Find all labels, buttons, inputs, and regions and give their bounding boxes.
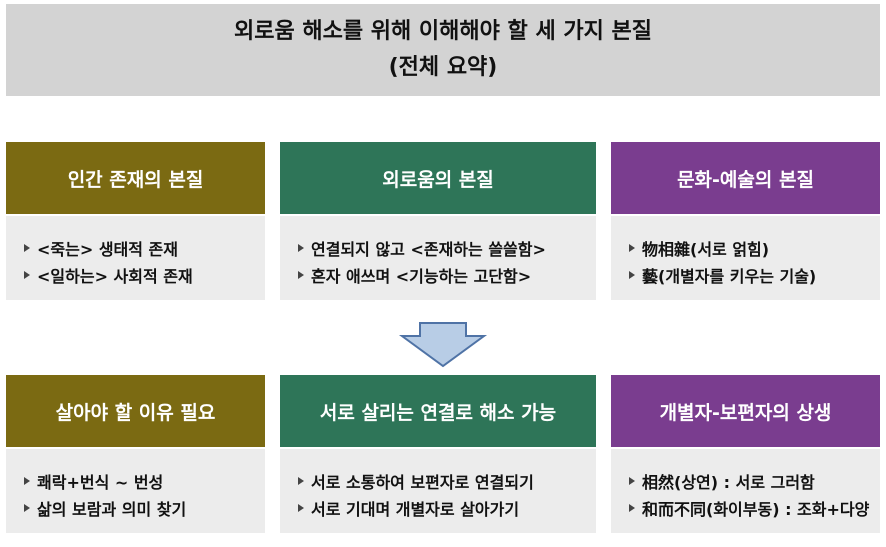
bullet-triangle-icon (629, 243, 635, 252)
list-item: 相然(상연) : 서로 그러함 (629, 467, 880, 494)
bullet-triangle-icon (298, 270, 304, 279)
body-coexistence: 相然(상연) : 서로 그러함 和而不同(화이부동) : 조화+다양 (611, 449, 880, 533)
bullet-triangle-icon (629, 503, 635, 512)
body-connection-resolution: 서로 소통하여 보편자로 연결되기 서로 기대며 개별자로 살아가기 (280, 449, 596, 533)
bullet-triangle-icon (24, 503, 30, 512)
header-human-existence: 인간 존재의 본질 (6, 142, 265, 214)
header-coexistence: 개별자-보편자의 상생 (611, 375, 880, 447)
bullet-triangle-icon (24, 476, 30, 485)
header-connection-resolution: 서로 살리는 연결로 해소 가능 (280, 375, 596, 447)
list-item: 서로 기대며 개별자로 살아가기 (298, 494, 596, 521)
header-loneliness: 외로움의 본질 (280, 142, 596, 214)
body-culture-art: 物相雜(서로 얽힘) 藝(개별자를 키우는 기술) (611, 216, 880, 300)
title-line2: (전체 요약) (388, 55, 498, 80)
list-item: <일하는> 사회적 존재 (24, 261, 265, 288)
bullet-triangle-icon (24, 270, 30, 279)
list-item: 쾌락+번식 ~ 번성 (24, 467, 265, 494)
list-item: 藝(개별자를 키우는 기술) (629, 261, 880, 288)
bullet-triangle-icon (298, 243, 304, 252)
list-item: 서로 소통하여 보편자로 연결되기 (298, 467, 596, 494)
list-item: 삶의 보람과 의미 찾기 (24, 494, 265, 521)
list-item: 연결되지 않고 <존재하는 쓸쓸함> (298, 234, 596, 261)
list-item: 和而不同(화이부동) : 조화+다양 (629, 494, 880, 521)
bullet-triangle-icon (629, 270, 635, 279)
body-human-existence: <죽는> 생태적 존재 <일하는> 사회적 존재 (6, 216, 265, 300)
header-reason-to-live: 살아야 할 이유 필요 (6, 375, 265, 447)
body-loneliness: 연결되지 않고 <존재하는 쓸쓸함> 혼자 애쓰며 <기능하는 고단함> (280, 216, 596, 300)
bullet-triangle-icon (298, 503, 304, 512)
body-reason-to-live: 쾌락+번식 ~ 번성 삶의 보람과 의미 찾기 (6, 449, 265, 533)
down-arrow-icon (398, 322, 488, 368)
title-line1: 외로움 해소를 위해 이해해야 할 세 가지 본질 (234, 19, 652, 44)
list-item: 혼자 애쓰며 <기능하는 고단함> (298, 261, 596, 288)
list-item: <죽는> 생태적 존재 (24, 234, 265, 261)
title-banner: 외로움 해소를 위해 이해해야 할 세 가지 본질 (전체 요약) (6, 4, 880, 96)
bullet-triangle-icon (24, 243, 30, 252)
bullet-triangle-icon (298, 476, 304, 485)
bullet-triangle-icon (629, 476, 635, 485)
list-item: 物相雜(서로 얽힘) (629, 234, 880, 261)
header-culture-art: 문화-예술의 본질 (611, 142, 880, 214)
